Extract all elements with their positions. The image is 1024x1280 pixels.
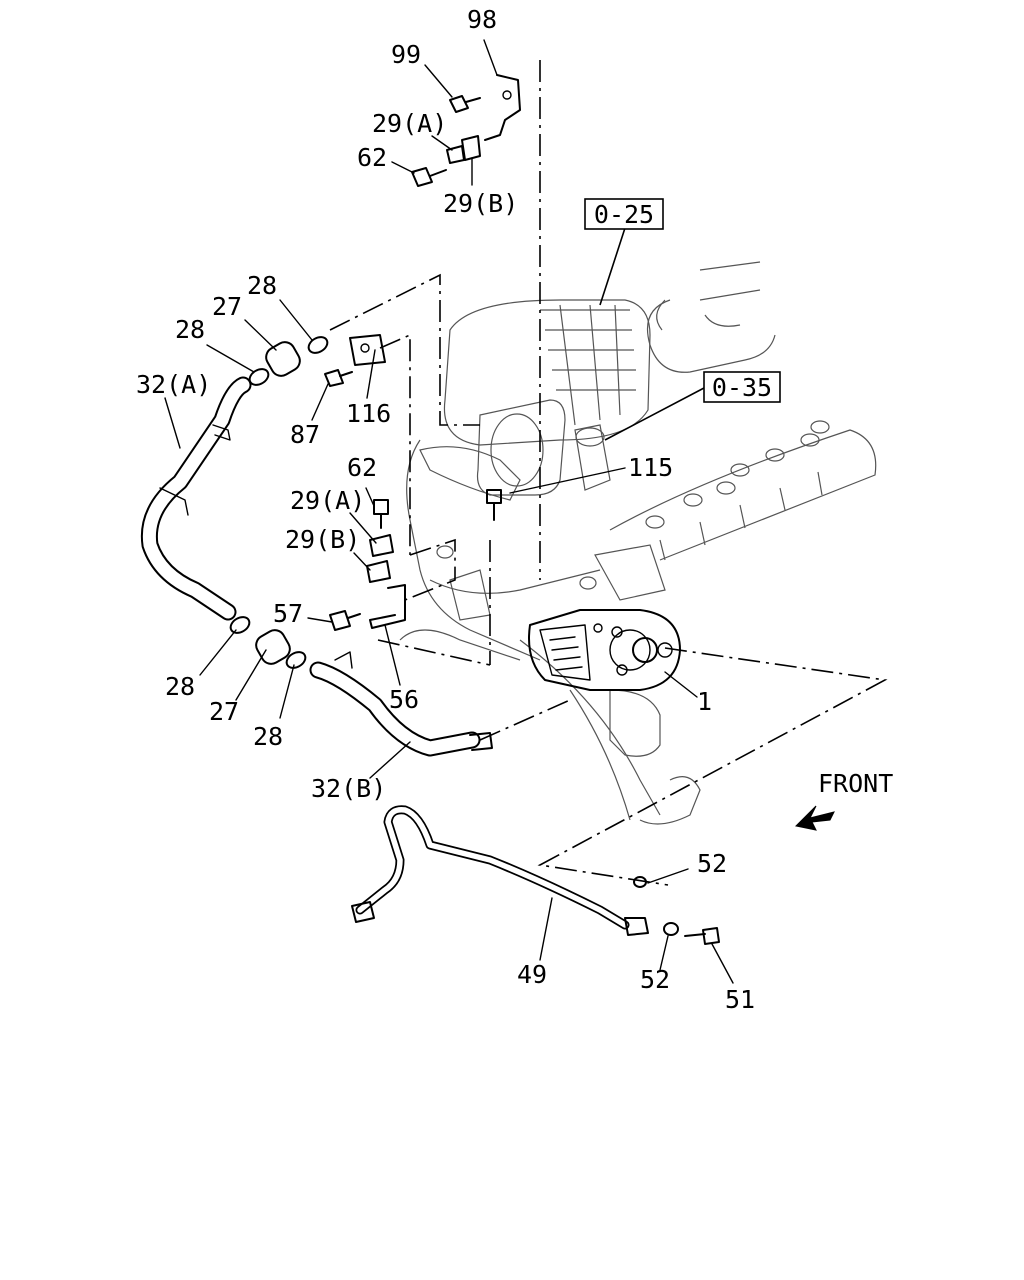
part-label: 99 <box>391 40 421 69</box>
part-label: 56 <box>389 685 419 714</box>
part-label: 27 <box>212 292 242 321</box>
part-label: 29(A) <box>372 109 447 138</box>
part-label: 52 <box>640 965 670 994</box>
ref-label-0-35: 0-35 <box>712 373 772 402</box>
part-label: 52 <box>697 849 727 878</box>
part-labels: 98 99 29(A) 62 29(B) 28 27 28 32(A) 87 1… <box>136 5 755 1014</box>
part-label: 32(A) <box>136 370 211 399</box>
ref-box-0-35: 0-35 <box>703 371 781 403</box>
leader-lines <box>164 39 734 984</box>
part-label: 57 <box>273 599 303 628</box>
part-label: 51 <box>725 985 755 1014</box>
part-label: 28 <box>247 271 277 300</box>
hardware <box>229 74 720 945</box>
part-label: 62 <box>347 453 377 482</box>
part-label: 87 <box>290 420 320 449</box>
front-indicator: FRONT <box>794 769 893 831</box>
part-label: 116 <box>346 399 391 428</box>
part-label: 62 <box>357 143 387 172</box>
part-label: 28 <box>253 722 283 751</box>
reference-lines <box>329 60 888 886</box>
hose-32a <box>140 376 252 621</box>
hose-32b <box>309 651 493 757</box>
ref-box-0-25: 0-25 <box>584 198 664 230</box>
ref-label-0-25: 0-25 <box>594 200 654 229</box>
part-label: 98 <box>467 5 497 34</box>
part-label: 29(B) <box>443 189 518 218</box>
part-label: 1 <box>697 687 712 716</box>
part-label: 49 <box>517 960 547 989</box>
front-label: FRONT <box>818 769 893 798</box>
part-label: 115 <box>628 453 673 482</box>
part-label: 32(B) <box>311 774 386 803</box>
part-label: 27 <box>209 697 239 726</box>
part-label: 28 <box>175 315 205 344</box>
engine-outline <box>399 261 877 825</box>
part-label: 29(B) <box>285 525 360 554</box>
pump-assembly <box>528 609 681 691</box>
part-label: 28 <box>165 672 195 701</box>
pipe-49 <box>351 805 649 936</box>
part-label: 29(A) <box>290 486 365 515</box>
front-arrow-icon <box>794 805 835 831</box>
